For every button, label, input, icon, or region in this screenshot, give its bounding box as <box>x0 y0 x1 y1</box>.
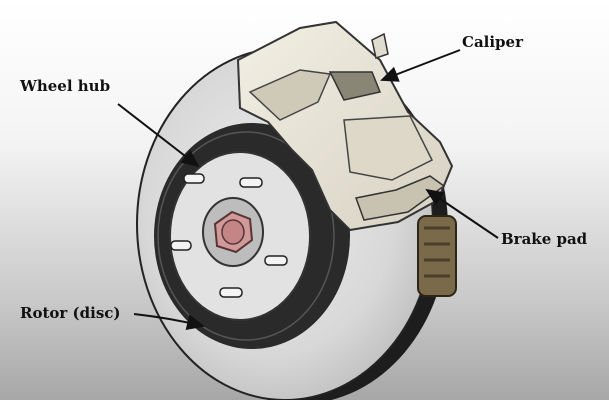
rotor-label: Rotor (disc) <box>20 304 121 322</box>
caliper-arrow <box>380 49 461 82</box>
brake-pad-bracket <box>417 215 457 297</box>
brake-pad-arrow <box>425 188 499 239</box>
wheel-hub-arrow <box>117 103 200 168</box>
brake-pad-label: Brake pad <box>501 230 588 248</box>
wheel-hub-label: Wheel hub <box>20 77 111 95</box>
rotor-arrow <box>133 313 205 331</box>
lug-studs <box>170 173 288 298</box>
caliper <box>236 20 454 232</box>
hub-nut <box>213 210 254 254</box>
caliper-label: Caliper <box>462 33 523 51</box>
